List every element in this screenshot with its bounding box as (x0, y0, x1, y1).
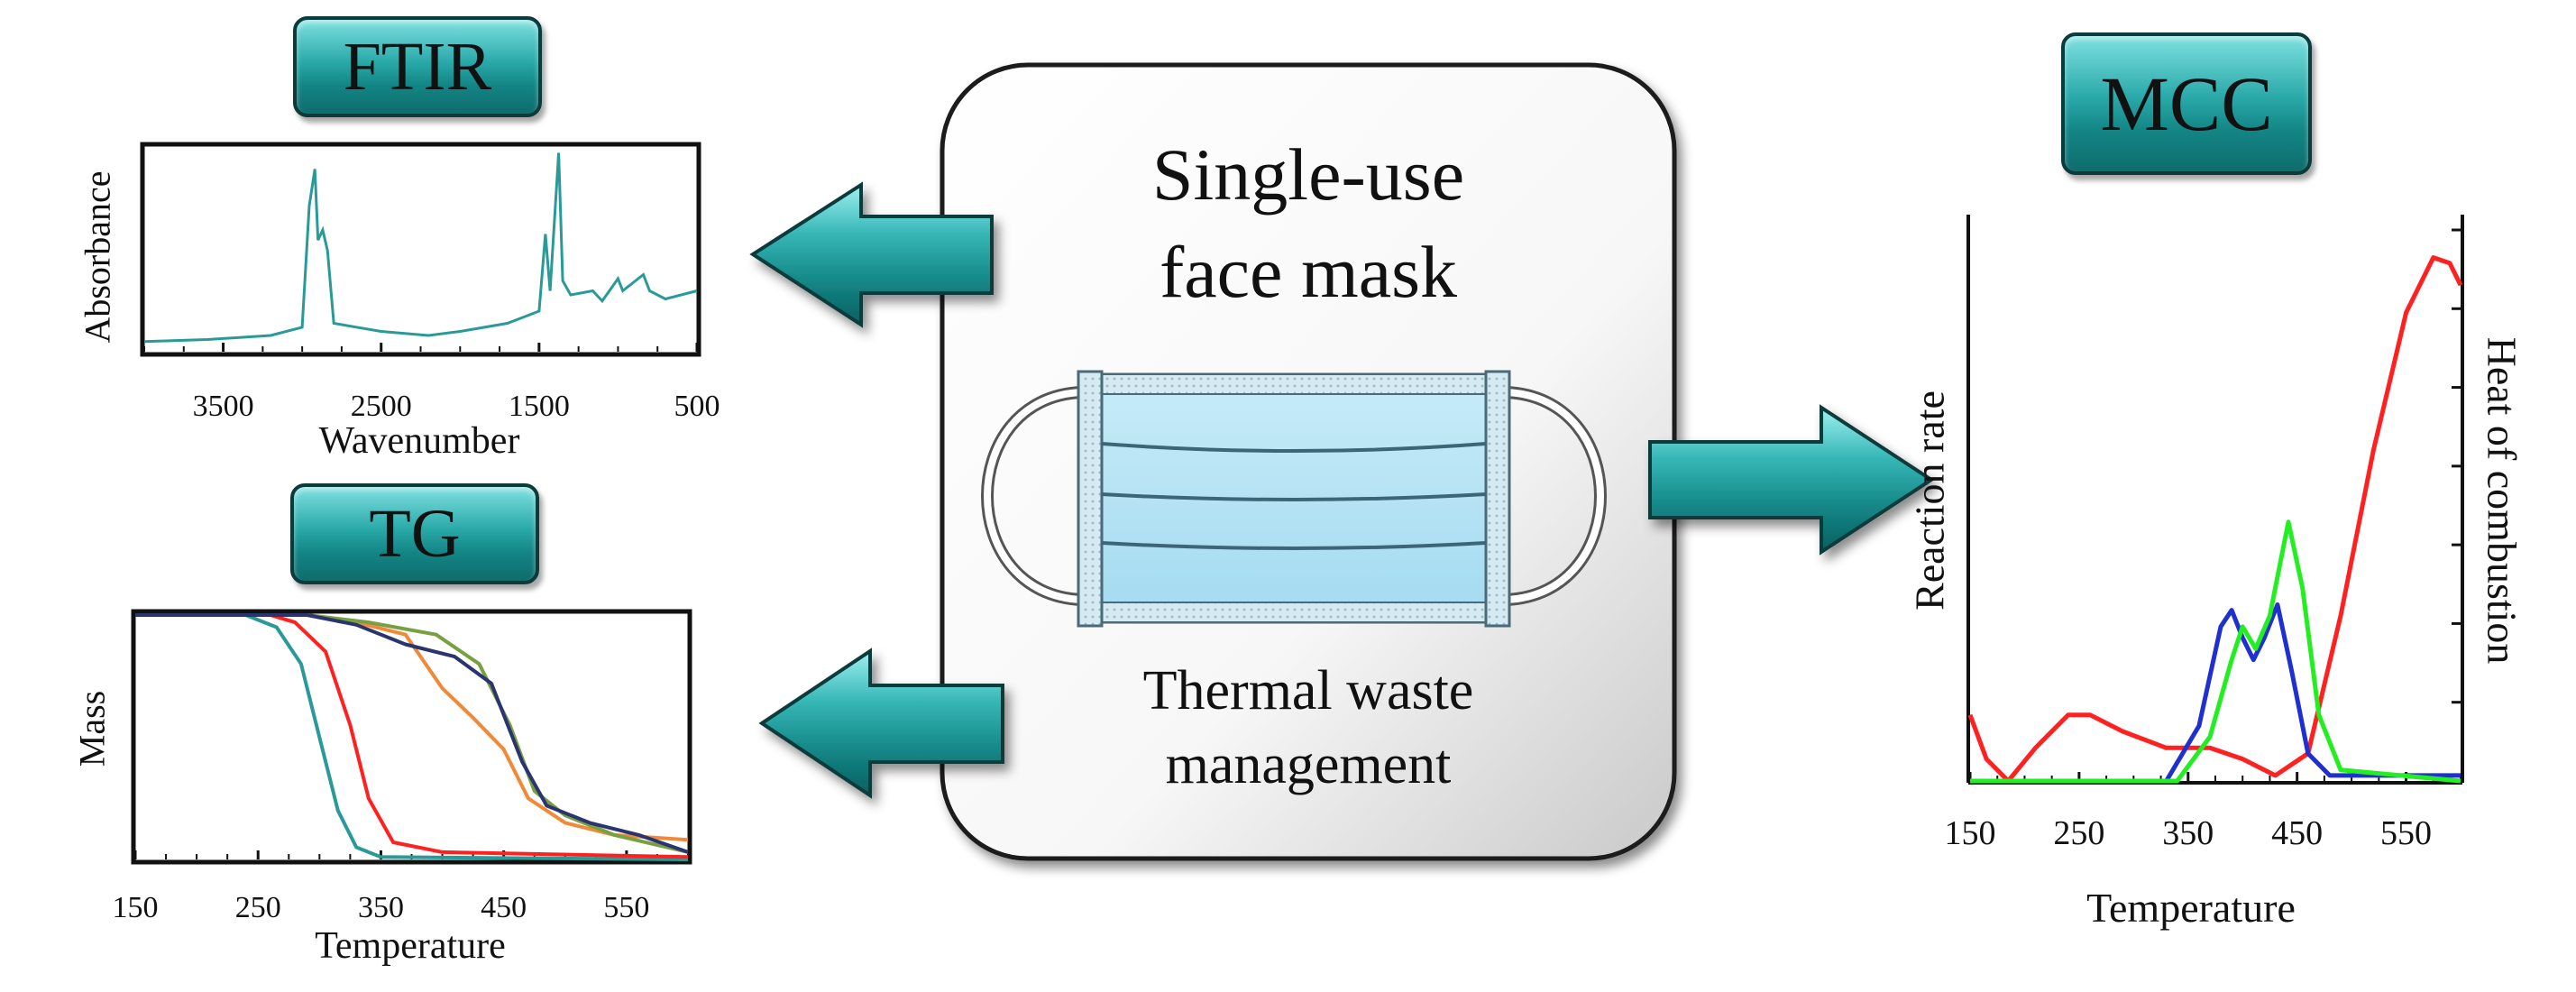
center-subtitle: Thermal waste management (987, 654, 1629, 802)
tg-tick-label: 450 (481, 891, 527, 924)
center-title-line2: face mask (1159, 231, 1458, 313)
ftir-badge: FTIR (293, 16, 542, 117)
mcc-badge: MCC (2061, 32, 2312, 175)
mcc-series-green (1970, 519, 2461, 784)
mcc-tick-label: 250 (2053, 814, 2105, 852)
tg-series-teal (135, 613, 689, 861)
mcc-badge-label: MCC (2100, 60, 2273, 147)
tg-tick-label: 350 (357, 891, 404, 924)
tg-xlabel: Temperature (315, 925, 506, 967)
mcc-tick-label: 150 (1944, 814, 1996, 852)
arrow-to-mcc (1648, 404, 1935, 556)
ftir-chart (140, 142, 701, 357)
tg-badge-label: TG (369, 495, 461, 572)
tg-series-navy (135, 613, 689, 854)
ftir-spectrum-line (143, 152, 698, 344)
ftir-ylabel: Absorbance (77, 170, 118, 344)
mcc-ylabel-right: Heat of combustion (2479, 336, 2526, 665)
mcc-ylabel-left: Reaction rate (1906, 390, 1953, 611)
ftir-tick-label: 3500 (192, 390, 254, 423)
mcc-tick-label: 550 (2380, 814, 2433, 852)
center-subtitle-line2: management (1165, 734, 1452, 795)
arrow-to-tg (758, 648, 1004, 799)
center-title-line1: Single-use (1151, 133, 1465, 216)
tg-tick-label: 150 (112, 891, 159, 924)
mcc-plot-frame (1968, 215, 2462, 783)
arrow-to-ftir (749, 181, 994, 328)
center-subtitle-line1: Thermal waste (1142, 660, 1474, 721)
ftir-tick-label: 2500 (350, 390, 412, 423)
tg-badge: TG (290, 483, 539, 584)
tg-chart (131, 609, 692, 865)
tg-series-red (135, 613, 689, 859)
face-mask-icon (981, 370, 1607, 628)
mcc-tick-label: 350 (2162, 814, 2214, 852)
ftir-tick-label: 1500 (508, 390, 570, 423)
tg-tick-label: 550 (603, 891, 650, 924)
ftir-xlabel: Wavenumber (318, 420, 520, 462)
ftir-plot-frame (140, 142, 701, 357)
mcc-tick-label: 450 (2271, 814, 2324, 852)
tg-tick-label: 250 (234, 891, 281, 924)
ftir-tick-label: 500 (674, 390, 720, 423)
tg-plot-frame (131, 609, 692, 865)
center-title: Single-use face mask (987, 126, 1629, 321)
mcc-series-blue (1970, 602, 2461, 784)
mcc-xlabel: Temperature (2086, 885, 2296, 931)
ftir-badge-label: FTIR (343, 28, 492, 105)
tg-ylabel: Mass (71, 690, 113, 767)
mcc-series-red (1967, 255, 2463, 784)
mcc-chart (1966, 215, 2464, 785)
